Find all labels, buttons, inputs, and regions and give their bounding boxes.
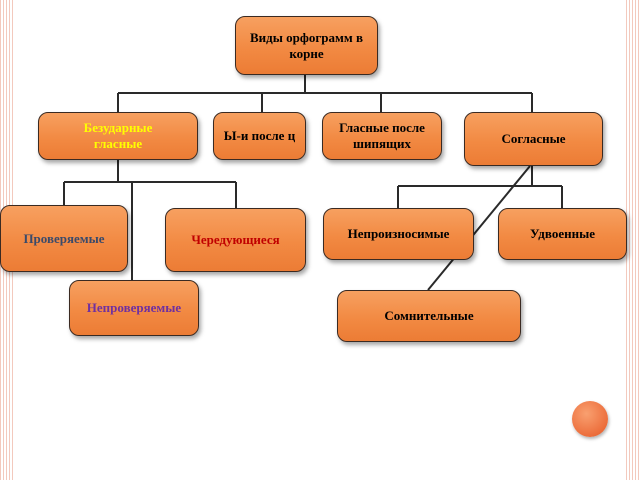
connector-doubtful xyxy=(427,165,531,291)
node-checked: Проверяемые xyxy=(0,205,128,272)
node-unstressed-vowels: Безударные гласные xyxy=(38,112,198,160)
node-vowels-after-sibilants: Гласные после шипящих xyxy=(322,112,442,160)
node-alternating: Чередующиеся xyxy=(165,208,306,272)
node-checked-label: Проверяемые xyxy=(23,230,105,246)
node-consonants-label: Согласные xyxy=(501,131,566,146)
node-unchecked-label: Непроверяемые xyxy=(86,300,182,315)
node-consonants: Согласные xyxy=(464,112,603,166)
node-unchecked: Непроверяемые xyxy=(69,280,199,336)
node-unpronounced: Непроизносимые xyxy=(323,208,474,260)
decorative-stripes-right xyxy=(626,0,640,480)
node-doubtful: Сомнительные xyxy=(337,290,521,342)
node-root-label: Виды орфограмм в корне xyxy=(250,29,363,61)
decorative-circle xyxy=(572,401,608,437)
node-doubtful-label: Сомнительные xyxy=(384,308,474,323)
node-doubled-label: Удвоенные xyxy=(530,226,595,241)
node-yi-after-ts: Ы-и после ц xyxy=(213,112,306,160)
node-unstressed-vowels-label: Безударные гласные xyxy=(83,120,153,151)
node-unpronounced-label: Непроизносимые xyxy=(347,226,450,241)
node-vowels-after-sibilants-label: Гласные после шипящих xyxy=(339,120,425,151)
node-doubled: Удвоенные xyxy=(498,208,627,260)
node-alternating-label: Чередующиеся xyxy=(191,232,280,247)
node-yi-after-ts-label: Ы-и после ц xyxy=(223,128,296,143)
node-root: Виды орфограмм в корне xyxy=(235,16,378,75)
